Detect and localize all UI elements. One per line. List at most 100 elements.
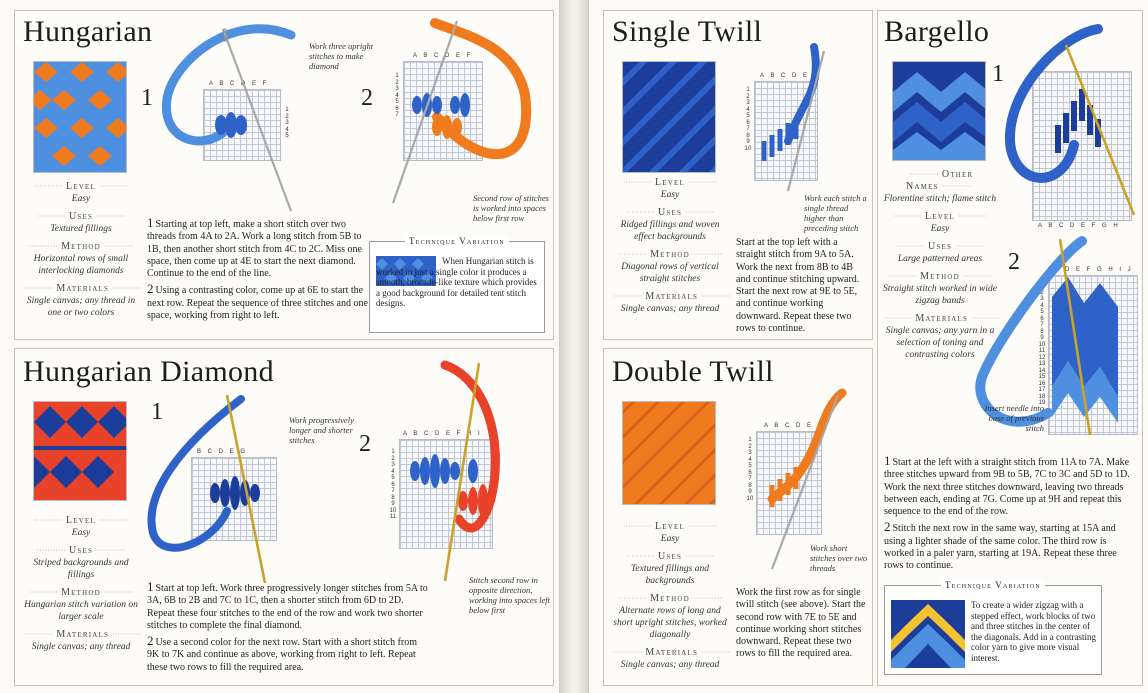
step1-note: Work three upright stitches to make diam… <box>309 41 374 71</box>
para1-number: 1 <box>147 579 154 594</box>
grid-number: 5 <box>395 99 399 105</box>
grid-number: 1 <box>748 437 752 443</box>
yarn-and-needle-illustration <box>147 394 267 584</box>
bargello-swatch <box>892 61 986 161</box>
grid-number: 5 <box>1040 309 1044 315</box>
grid-number: 1 <box>285 107 289 113</box>
grid-number: 4 <box>395 92 399 99</box>
level-value: Easy <box>930 224 950 234</box>
hungarian-diamond-info: Level Easy Uses Striped backgrounds and … <box>21 515 141 659</box>
grid-number: 12 <box>1038 354 1046 361</box>
grid-number: 7 <box>748 476 752 482</box>
grid-number: 3 <box>1040 296 1044 302</box>
single-twill-title: Single Twill <box>612 15 763 48</box>
bargello-title: Bargello <box>884 15 990 48</box>
step-2-number: 2 <box>361 85 373 111</box>
grid-number: 1 <box>395 73 399 79</box>
hungarian-diamond-title: Hungarian Diamond <box>23 355 274 388</box>
grid-number: 2 <box>391 455 395 462</box>
step1-note: Work progressively longer and shorter st… <box>289 415 354 445</box>
grid-number: 6 <box>746 119 750 126</box>
yarn-and-needle-illustration <box>761 43 826 192</box>
grid-number: 8 <box>746 132 750 139</box>
level-value: Easy <box>71 194 91 204</box>
para2-text: Use a second color for the next row. Sta… <box>147 637 418 673</box>
grid-number: 10 <box>389 507 397 514</box>
double-twill-section: Double Twill Level Easy Uses Textured fi… <box>603 348 873 686</box>
technique-variation-label: Technique Variation <box>405 236 509 246</box>
grid-number: 14 <box>1038 367 1046 374</box>
grid-number: 4 <box>285 126 289 133</box>
single-twill-swatch <box>622 61 716 173</box>
step-2-number: 2 <box>359 431 371 457</box>
grid-number: 8 <box>748 482 752 489</box>
grid-number: 10 <box>744 145 752 152</box>
single-twill-note: Work each stitch a single thread higher … <box>804 193 867 233</box>
uses-value: Large patterned areas <box>897 254 983 264</box>
uses-label: Uses <box>21 211 141 223</box>
double-twill-note: Work short stitches over two threads <box>810 543 868 573</box>
level-label: Level <box>21 515 141 527</box>
hungarian-diamond-swatch <box>33 401 127 501</box>
technique-variation-label: Technique Variation <box>941 580 1045 590</box>
grid-letters: A B C D E F H I <box>403 431 483 437</box>
materials-value: Single canvas; any yarn in a selection o… <box>885 326 995 360</box>
materials-value: Single canvas; any thread <box>31 642 131 652</box>
yarn-and-needle-illustration <box>767 388 847 570</box>
grid-number: 6 <box>391 481 395 488</box>
grid-letters: A B C D E F <box>209 81 269 87</box>
uses-value: Striped backgrounds and fillings <box>33 558 129 580</box>
single-twill-instructions: Start at the top left with a straight st… <box>736 237 860 335</box>
para1-text: Start at the left with a straight stitch… <box>884 457 1130 518</box>
grid-number: 7 <box>395 112 399 118</box>
grid-letters: A B C D E <box>764 423 814 429</box>
method-value: Horizontal rows of small interlocking di… <box>33 254 129 276</box>
method-value: Straight stitch worked in wide zigzag ba… <box>883 284 997 306</box>
technique-swatch <box>376 256 436 286</box>
materials-label: Materials <box>21 629 141 641</box>
hungarian-swatch <box>33 61 127 173</box>
step-1-number: 1 <box>992 61 1004 87</box>
method-label: Method <box>880 271 1000 283</box>
double-twill-info: Level Easy Uses Textured fillings and ba… <box>610 521 730 677</box>
para1-text: Starting at top left, make a short stitc… <box>147 219 362 280</box>
level-value: Easy <box>71 528 91 538</box>
bargello-info: Other Names Florentine stitch; flame sti… <box>880 169 1000 367</box>
grid-number: 10 <box>1038 341 1046 348</box>
yarn-and-needle-illustration <box>1004 24 1136 216</box>
grid-number: 2 <box>395 79 399 86</box>
single-twill-info: Level Easy Uses Ridged fillings and wove… <box>610 177 730 321</box>
left-page: Hungarian Level Easy Uses Textured filli… <box>0 0 560 693</box>
grid-number: 4 <box>1040 302 1044 309</box>
grid-number: 1 <box>391 449 395 455</box>
technique-variation-text: When Hungarian stitch is worked in just … <box>376 256 537 308</box>
grid-number: 2 <box>1040 289 1044 296</box>
method-value: Diagonal rows of vertical straight stitc… <box>621 262 719 284</box>
materials-label: Materials <box>610 647 730 659</box>
step-1-number: 1 <box>151 399 163 425</box>
materials-label: Materials <box>21 283 141 295</box>
grid-number: 5 <box>285 133 289 139</box>
level-label: Level <box>21 181 141 193</box>
grid-number: 4 <box>746 106 750 113</box>
grid-number: 7 <box>1040 322 1044 328</box>
method-label: Method <box>610 249 730 261</box>
grid-number: 2 <box>748 443 752 450</box>
method-value: Alternate rows of long and short upright… <box>613 606 727 640</box>
grid-number: 17 <box>1038 387 1046 393</box>
bargello-section: Bargello Other Names Florentine stitch; … <box>877 10 1143 686</box>
uses-label: Uses <box>610 551 730 563</box>
materials-label: Materials <box>610 291 730 303</box>
yarn-and-needle-illustration <box>410 360 500 582</box>
